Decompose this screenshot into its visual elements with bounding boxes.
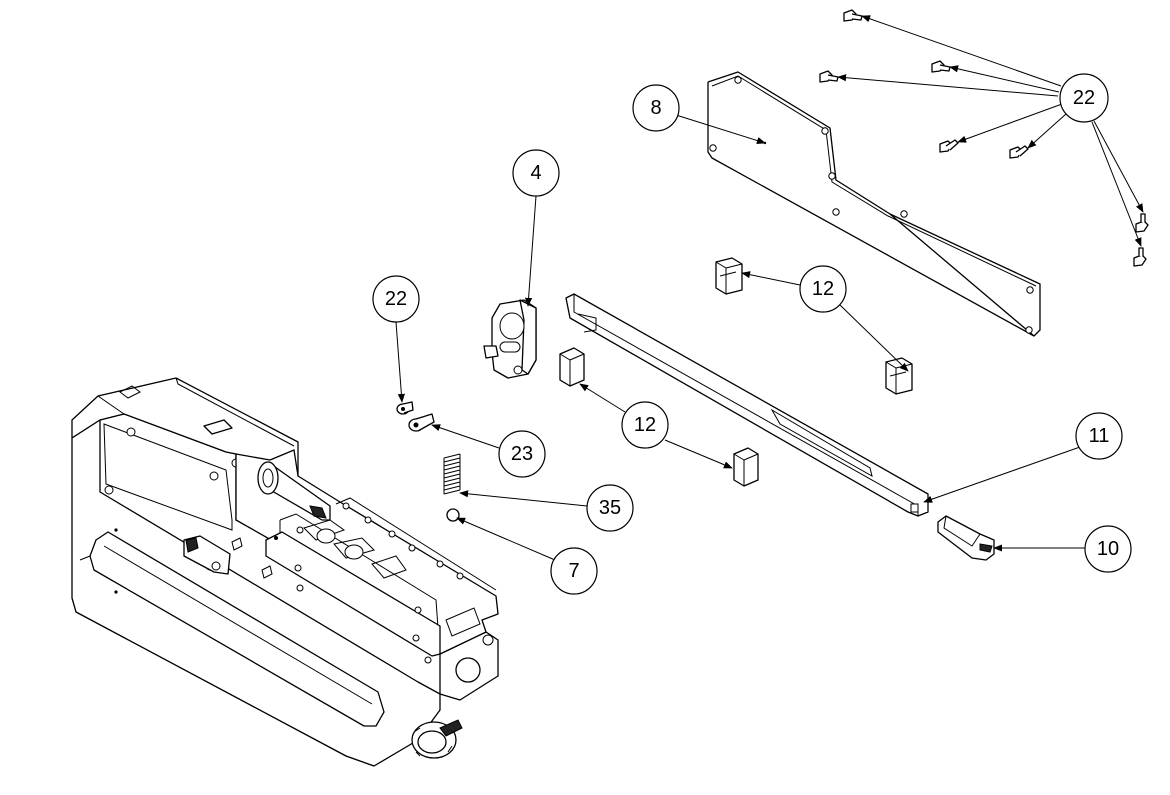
balloon-8: 8 — [632, 84, 680, 132]
ball-part-7 — [446, 508, 460, 522]
balloon-11-label: 11 — [1089, 425, 1110, 447]
block-part-12-c — [559, 347, 585, 387]
balloon-10: 10 — [1084, 525, 1132, 573]
balloon-4-label: 4 — [530, 162, 541, 184]
screw-part-22-small — [396, 401, 414, 415]
screw-part-23 — [408, 413, 435, 432]
leader-lines — [395, 15, 1144, 561]
cover-plate-part-8 — [707, 71, 1041, 337]
balloon-12-mid: 12 — [621, 401, 669, 449]
balloon-12-top: 12 — [799, 265, 847, 313]
balloon-8-label: 8 — [650, 97, 661, 119]
screw-icon — [1133, 247, 1147, 267]
balloon-22-top: 22 — [1059, 73, 1109, 123]
balloon-7: 7 — [550, 547, 598, 595]
balloon-10-label: 10 — [1097, 538, 1119, 560]
balloon-22-top-label: 22 — [1073, 87, 1095, 109]
spring-part-35 — [443, 453, 461, 495]
block-part-12-d — [733, 447, 759, 487]
block-part-12-b — [885, 357, 913, 395]
balloon-23: 23 — [498, 430, 546, 478]
balloon-4: 4 — [512, 149, 560, 197]
screw-icon — [939, 139, 959, 153]
block-part-12-a — [715, 257, 743, 295]
balloon-23-label: 23 — [511, 443, 533, 465]
rail-part-11 — [565, 293, 929, 517]
knob-icon — [411, 719, 463, 759]
balloon-35: 35 — [586, 484, 634, 532]
screw-icon — [819, 70, 839, 83]
balloon-7-label: 7 — [568, 560, 579, 582]
screw-icon — [1135, 213, 1149, 233]
balloon-35-label: 35 — [599, 497, 621, 519]
balloon-12-top-label: 12 — [812, 278, 834, 300]
balloon-22-left: 22 — [372, 275, 420, 323]
balloon-22-left-label: 22 — [385, 288, 407, 310]
screw-icon — [931, 60, 951, 73]
screws-part-22-group — [819, 9, 1149, 267]
bracket-part-4 — [483, 299, 537, 379]
pin-part-10 — [937, 515, 995, 561]
screw-icon — [1009, 145, 1029, 159]
screw-icon — [843, 9, 863, 22]
balloon-12-mid-label: 12 — [634, 414, 656, 436]
balloon-11: 11 — [1075, 412, 1123, 460]
main-housing-assembly — [71, 377, 499, 767]
